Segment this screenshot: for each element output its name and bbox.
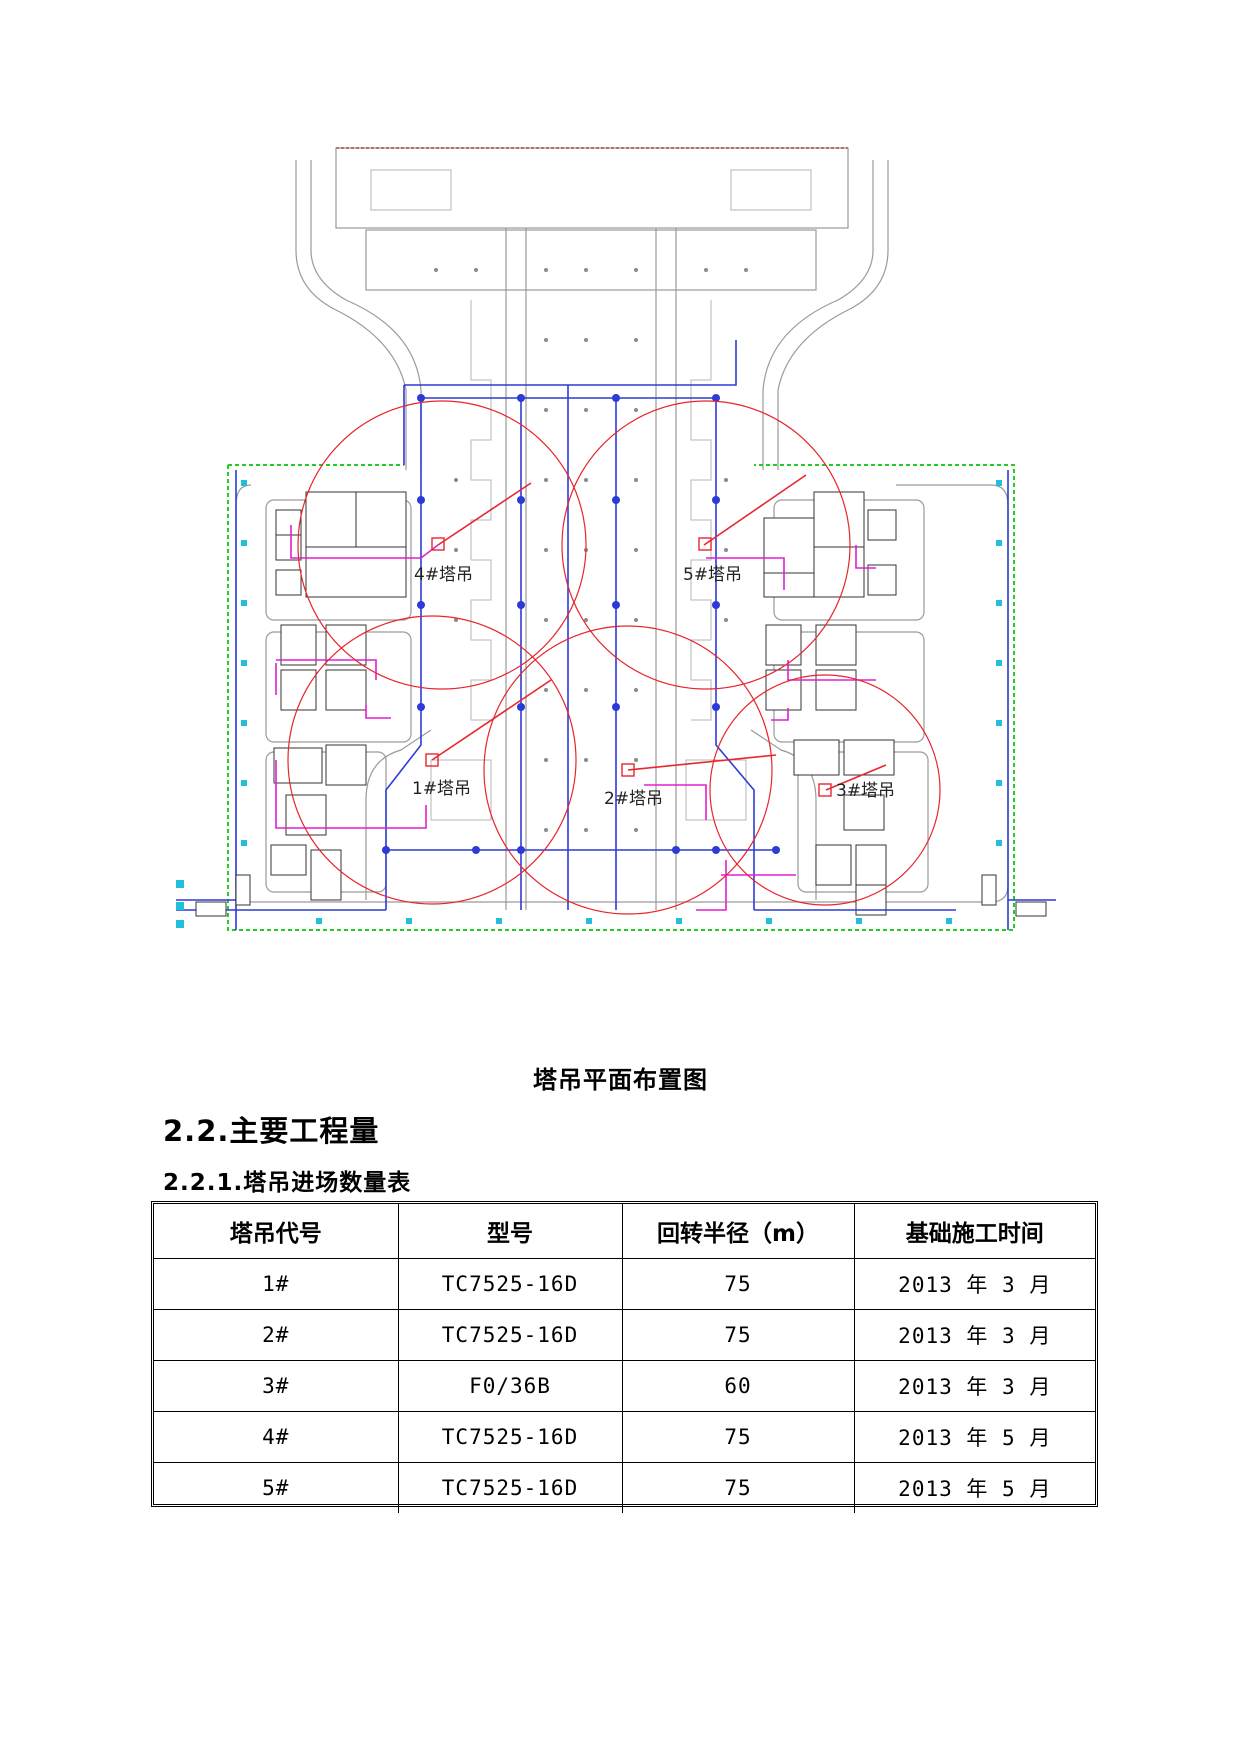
column-grid: [434, 268, 748, 832]
crane-quantity-table: 塔吊代号 型号 回转半径（m） 基础施工时间 1# TC7525-16D 75 …: [154, 1204, 1095, 1513]
table-row: 4# TC7525-16D 75 2013 年 5 月: [154, 1411, 1095, 1463]
cell-foundation-time: 2013 年 3 月: [853, 1258, 1095, 1310]
cell-model: TC7525-16D: [397, 1258, 623, 1310]
crane-3-base: [818, 783, 832, 797]
crane-arms: [431, 474, 887, 791]
cell-crane-code: 2#: [154, 1309, 399, 1361]
crane-quantity-table-frame: 塔吊代号 型号 回转半径（m） 基础施工时间 1# TC7525-16D 75 …: [151, 1201, 1098, 1513]
crane-label-1: 1#塔吊: [412, 779, 471, 799]
subsection-heading: 2.2.1.塔吊进场数量表: [163, 1170, 412, 1196]
cell-radius: 75: [621, 1411, 855, 1463]
cell-model: F0/36B: [397, 1360, 623, 1412]
header-model: 型号: [397, 1204, 623, 1259]
crane-1-base: [425, 753, 439, 767]
drawing-caption: 塔吊平面布置图: [533, 1066, 708, 1094]
section-heading: 2.2.主要工程量: [163, 1114, 380, 1148]
table-row: 1# TC7525-16D 75 2013 年 3 月: [154, 1258, 1095, 1310]
crane-label-4: 4#塔吊: [414, 565, 473, 585]
cell-radius: 75: [621, 1258, 855, 1310]
header-crane-code: 塔吊代号: [154, 1204, 399, 1259]
crane-2-radius-circle: [483, 625, 773, 915]
cell-foundation-time: 2013 年 5 月: [853, 1462, 1095, 1513]
crane-5-radius-circle: [561, 400, 851, 690]
site-gates: [195, 874, 1047, 917]
perimeter-markers: [176, 480, 1002, 928]
crane-3-radius-circle: [709, 674, 941, 906]
cell-crane-code: 4#: [154, 1411, 399, 1463]
crane-label-2: 2#塔吊: [604, 789, 663, 809]
crane-4-radius-circle: [297, 400, 587, 690]
crane-labels: 4#塔吊 5#塔吊 1#塔吊 2#塔吊 3#塔吊: [412, 565, 895, 809]
cell-model: TC7525-16D: [397, 1411, 623, 1463]
cell-crane-code: 1#: [154, 1258, 399, 1310]
crane-bases: [425, 537, 832, 797]
crane-radius-circles: [287, 400, 941, 915]
crane-1-radius-circle: [287, 615, 577, 905]
site-facilities-right: [763, 491, 897, 916]
header-foundation-time: 基础施工时间: [853, 1204, 1095, 1259]
crane-5-base: [698, 537, 712, 551]
crane-4-base: [431, 537, 445, 551]
cell-crane-code: 5#: [154, 1462, 399, 1513]
table-row: 3# F0/36B 60 2013 年 3 月: [154, 1360, 1095, 1412]
crane-label-3: 3#塔吊: [836, 781, 895, 801]
cell-foundation-time: 2013 年 3 月: [853, 1360, 1095, 1412]
cell-radius: 75: [621, 1462, 855, 1513]
cell-model: TC7525-16D: [397, 1462, 623, 1513]
water-pipe-network: [176, 340, 1056, 930]
pipe-nodes: [382, 394, 780, 854]
header-radius: 回转半径（m）: [621, 1204, 855, 1259]
table-header-row: 塔吊代号 型号 回转半径（m） 基础施工时间: [154, 1204, 1095, 1259]
crane-2-base: [621, 763, 635, 777]
table-row: 2# TC7525-16D 75 2013 年 3 月: [154, 1309, 1095, 1361]
site-fence: [227, 464, 1015, 931]
plan-details: [370, 169, 812, 821]
cell-radius: 60: [621, 1360, 855, 1412]
cell-foundation-time: 2013 年 3 月: [853, 1309, 1095, 1361]
crane-layout-drawing: 4#塔吊 5#塔吊 1#塔吊 2#塔吊 3#塔吊: [176, 140, 1066, 1058]
cell-foundation-time: 2013 年 5 月: [853, 1411, 1095, 1463]
cell-model: TC7525-16D: [397, 1309, 623, 1361]
cell-radius: 75: [621, 1309, 855, 1361]
crane-layout-svg: 4#塔吊 5#塔吊 1#塔吊 2#塔吊 3#塔吊: [176, 147, 1056, 931]
crane-label-5: 5#塔吊: [683, 565, 742, 585]
cell-crane-code: 3#: [154, 1360, 399, 1412]
table-row: 5# TC7525-16D 75 2013 年 5 月: [154, 1462, 1095, 1513]
